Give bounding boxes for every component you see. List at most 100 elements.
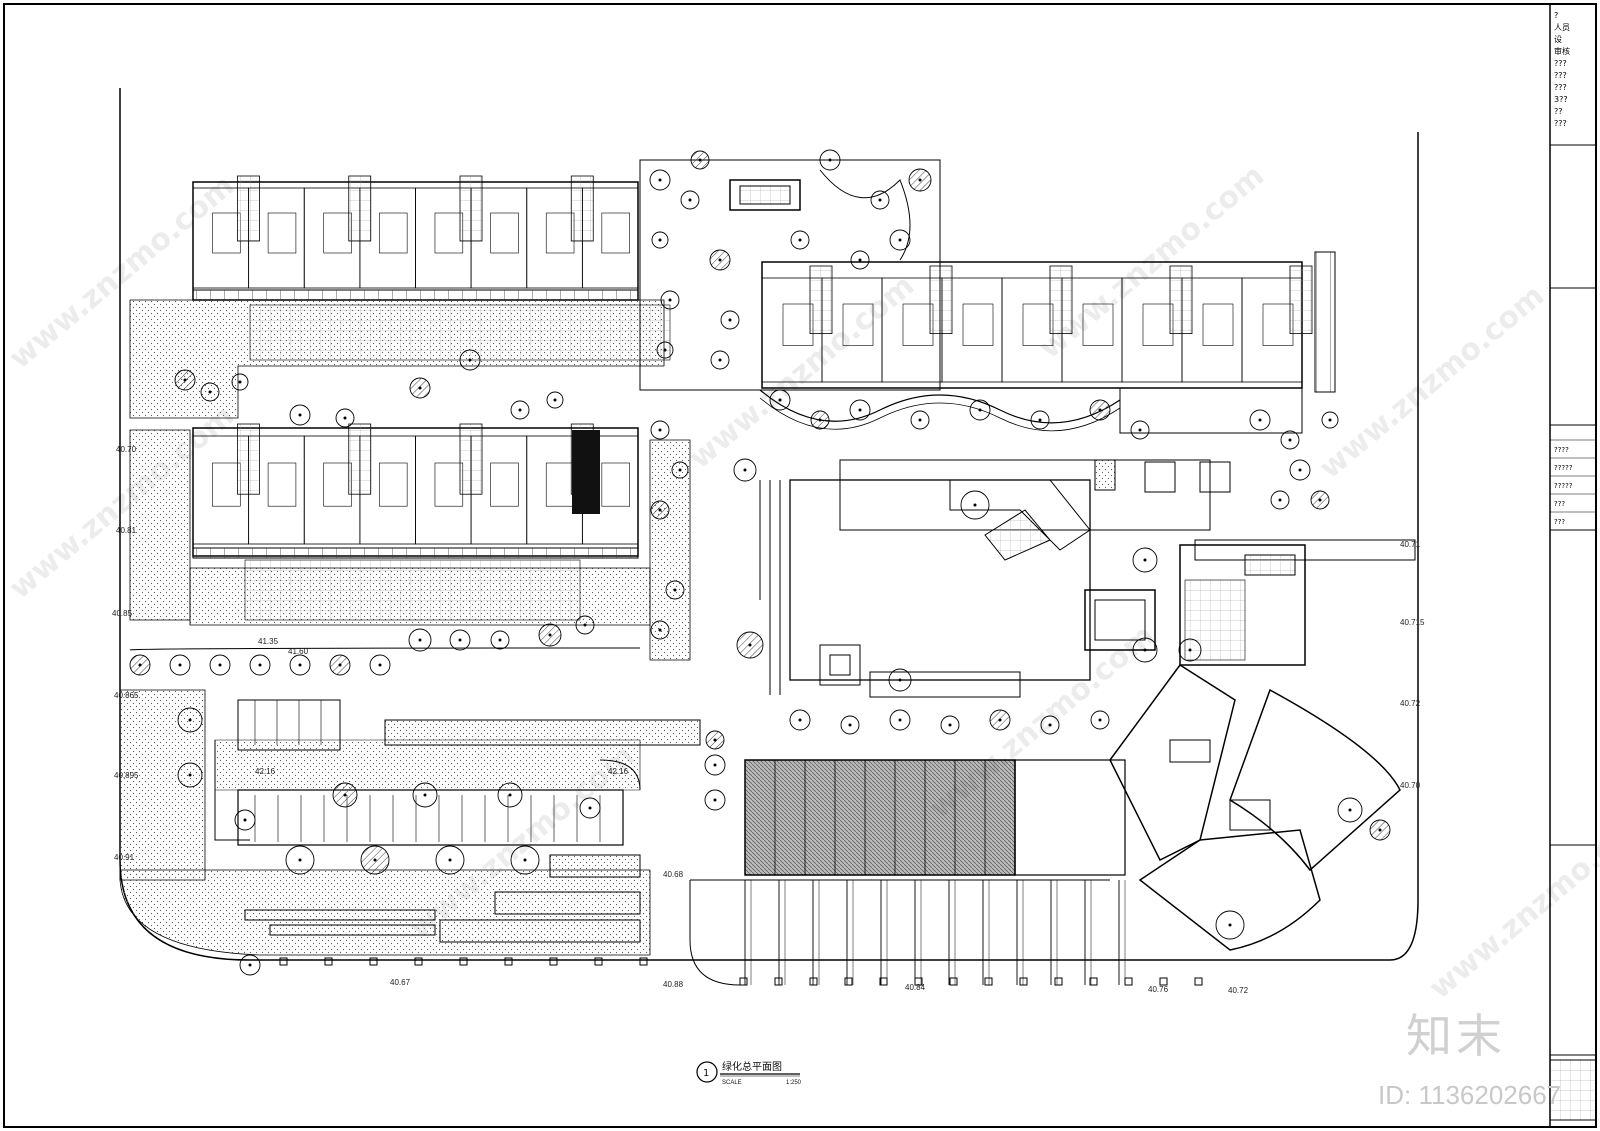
tree-trunk [1138,428,1142,432]
title-block-row: ??? [1554,518,1565,526]
tree-canopy [940,715,960,735]
tree-trunk [518,408,522,412]
unit-outline [581,187,639,289]
tree-canopy [651,231,669,249]
tree-trunk [743,468,747,472]
tree-trunk [1143,558,1147,562]
tree-trunk [1288,438,1292,442]
tree-trunk [178,663,182,667]
tree-trunk [1188,648,1192,652]
tree-canopy [704,754,726,776]
tree-canopy [1130,420,1150,440]
tree-canopy [1289,459,1311,481]
tree-canopy [680,190,700,210]
elevation-label: 40.84 [905,983,926,992]
bollard [369,957,378,966]
tree-trunk [378,663,382,667]
tree-canopy [249,654,271,676]
title-block-row: ? [1554,11,1558,20]
tree-canopy [849,399,871,421]
elevation-label: 40.81 [116,526,137,535]
tree-trunk [1318,498,1322,502]
title-block-row: ??? [1554,71,1567,80]
tree-trunk [208,390,212,394]
title-block-row: 审核 [1554,46,1570,56]
tree-canopy-group [129,149,1391,976]
tree-trunk [1098,718,1102,722]
tree-canopy [960,490,990,520]
tree-trunk [668,298,672,302]
tree-canopy [789,709,811,731]
room-outline [1082,303,1114,346]
tree-trunk [1098,408,1102,412]
room-outline [545,212,575,254]
room-outline [962,303,994,346]
tree-canopy [234,809,256,831]
tree-trunk [1348,808,1352,812]
clubhouse [1109,544,1401,951]
tree-trunk [828,158,832,162]
title-block-row: 设 [1554,34,1562,44]
title-block-row: ???? [1554,446,1569,454]
tree-canopy [490,630,510,650]
elevation-label: 42.16 [255,767,276,776]
tree-canopy [710,350,730,370]
tree-canopy [408,628,432,652]
tree-trunk [218,663,222,667]
stair-core [1049,265,1073,334]
bollard [414,957,423,966]
tree-canopy [239,954,261,976]
bollard [504,957,513,966]
tree-trunk [183,378,187,382]
elevation-label: 40.91 [114,853,135,862]
tree-canopy [769,389,791,411]
tree-trunk [713,763,717,767]
bollard [1159,977,1168,986]
stair-core [1169,265,1193,334]
elevation-label: 42.16 [608,767,629,776]
elevation-label: 40.70 [116,445,137,454]
room-outline [212,212,241,254]
tree-trunk [583,623,587,627]
tree-trunk [973,503,977,507]
watermark-id: ID: 1136202667 [1378,1080,1562,1110]
tree-trunk [1228,923,1232,927]
drawing-number: 1 [703,1068,709,1079]
tree-trunk [423,793,427,797]
room-outline [267,462,297,507]
room-outline [212,462,241,507]
room-outline [379,212,408,254]
elevation-label: 41.35 [258,637,279,646]
tree-trunk [728,318,732,322]
tree-trunk [1048,723,1052,727]
bollard [1019,977,1028,986]
tree-trunk [658,428,662,432]
tree-canopy [840,715,860,735]
room-outline [1142,303,1174,346]
elevation-label: 40.71 [1400,540,1421,549]
elevation-label: 40.865 [114,691,139,700]
tree-canopy [1090,710,1110,730]
tree-canopy [910,410,930,430]
tree-canopy [231,373,249,391]
tree-trunk [1143,648,1147,652]
tree-trunk [948,723,952,727]
title-block-row: ????? [1554,482,1573,490]
townhouse-block-south [192,423,639,621]
watermark-text: www.znzmo.com [1423,798,1600,1006]
bollard [809,977,818,986]
tree-trunk [548,633,552,637]
tree-trunk [338,663,342,667]
tree-canopy [289,404,311,426]
elevation-label: 40.85 [112,609,133,618]
bollard [1054,977,1063,986]
tree-trunk [878,198,882,202]
tree-trunk [468,358,472,362]
tree-trunk [248,963,252,967]
bollards [279,957,1203,986]
room-outline [601,462,630,507]
tree-trunk [298,858,302,862]
title-block-row: ??? [1554,83,1567,92]
